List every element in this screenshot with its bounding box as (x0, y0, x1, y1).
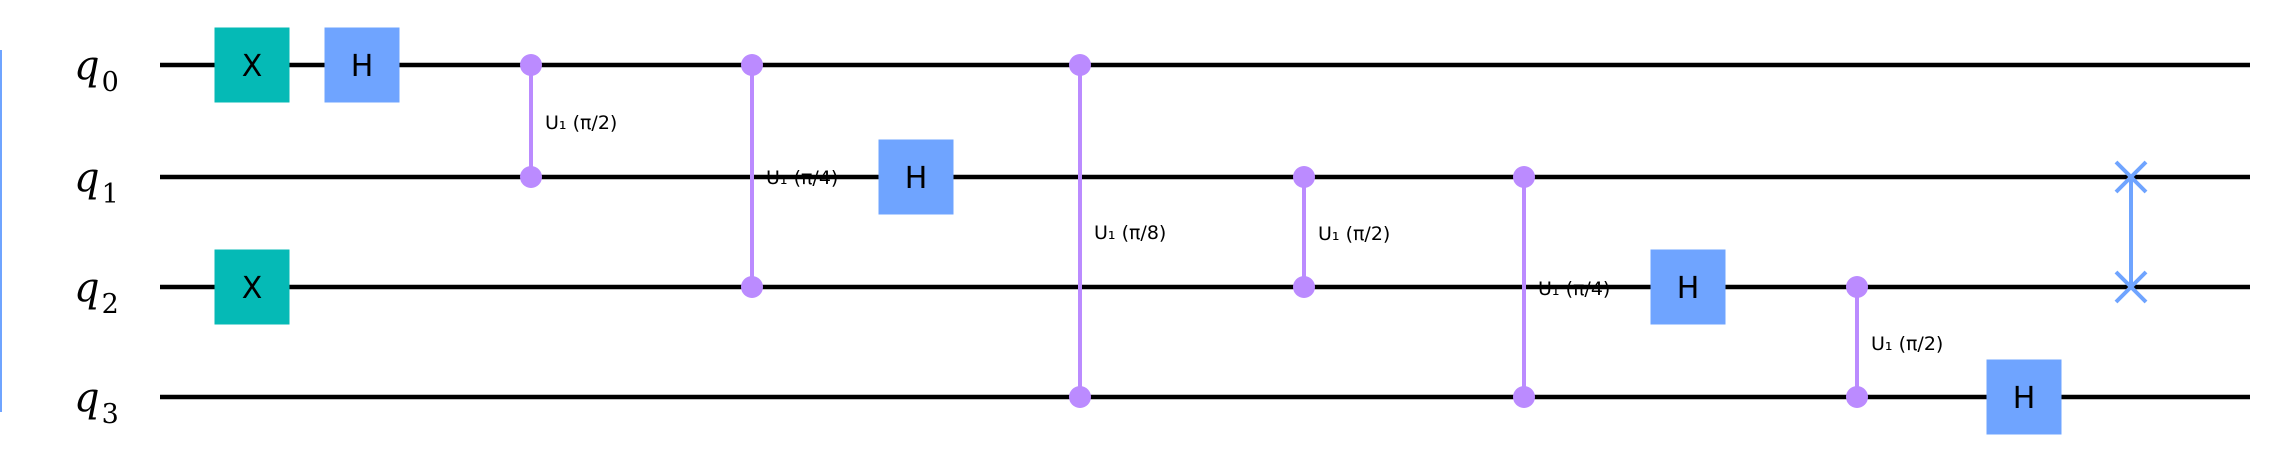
control-dot (741, 54, 763, 76)
qubit-label-index: 2 (102, 289, 119, 320)
gate-label: X (242, 49, 263, 84)
qubit-label-base: q (74, 43, 100, 89)
qubit-label-2: q2 (74, 265, 119, 320)
qubit-label-3: q3 (74, 375, 119, 430)
target-dot (741, 276, 763, 298)
h-gate-q3: H (1986, 359, 2062, 435)
swap-cross-0b (2114, 160, 2148, 194)
gate-box (214, 249, 290, 325)
circuit-gates: X X H U₁ (π/2) U₁ (π/4) H U₁ (π/8) U₁ (π/2) U₁ (… (0, 27, 2148, 435)
qubit-label-1: q1 (74, 155, 119, 210)
qubit-label-base: q (74, 375, 100, 421)
gate-label: H (905, 161, 928, 196)
qubit-label-base: q (74, 265, 100, 311)
qubit-label-base: q (74, 155, 100, 201)
swap-gate-1-2 (2114, 160, 2148, 304)
phase-param-label: U₁ (π/2) (1871, 333, 1943, 355)
qubit-label-index: 3 (102, 399, 119, 430)
controlled-phase-gate-1-2: U₁ (π/2) (1293, 166, 1390, 298)
h-gate-q2: H (1650, 249, 1726, 325)
gate-label: H (1677, 271, 1700, 306)
controlled-phase-gate-1-3: U₁ (π/4) (1513, 166, 1610, 408)
control-dot (520, 54, 542, 76)
gate-box (878, 139, 954, 215)
control-dot (1846, 276, 1868, 298)
gate-box (1650, 249, 1726, 325)
target-dot (1293, 276, 1315, 298)
control-dot (1293, 166, 1315, 188)
phase-param-label: U₁ (π/2) (1318, 223, 1390, 245)
qubit-wires (160, 62, 2250, 400)
controlled-phase-gate-2-3: U₁ (π/2) (1846, 276, 1943, 408)
target-dot (1846, 386, 1868, 408)
x-gate-q2: X (214, 249, 290, 325)
target-dot (1513, 386, 1535, 408)
h-gate-q0: H (324, 27, 400, 103)
controlled-phase-gate-0-1: U₁ (π/2) (520, 54, 617, 188)
qubit-label-index: 1 (102, 179, 119, 210)
gate-box (214, 27, 290, 103)
control-dot (1513, 166, 1535, 188)
gate-box (1986, 359, 2062, 435)
phase-param-label: U₁ (π/4) (766, 167, 838, 189)
phase-param-label: U₁ (π/4) (1538, 278, 1610, 300)
phase-param-label: U₁ (π/2) (545, 112, 617, 134)
controlled-phase-gate-0-3: U₁ (π/8) (1069, 54, 1166, 408)
gate-box (324, 27, 400, 103)
control-dot (1069, 54, 1091, 76)
controlled-phase-gate-0-2: U₁ (π/4) (741, 54, 838, 298)
gate-label: X (242, 271, 263, 306)
gate-label: H (351, 49, 374, 84)
h-gate-q1: H (878, 139, 954, 215)
target-dot (1069, 386, 1091, 408)
target-dot (520, 166, 542, 188)
swap-cross-1b (2114, 270, 2148, 304)
gate-label: H (2013, 381, 2036, 416)
qubit-label-index: 0 (102, 67, 119, 98)
x-gate-q0: X (214, 27, 290, 103)
qubit-label-0: q0 (74, 43, 119, 98)
phase-param-label: U₁ (π/8) (1094, 222, 1166, 244)
